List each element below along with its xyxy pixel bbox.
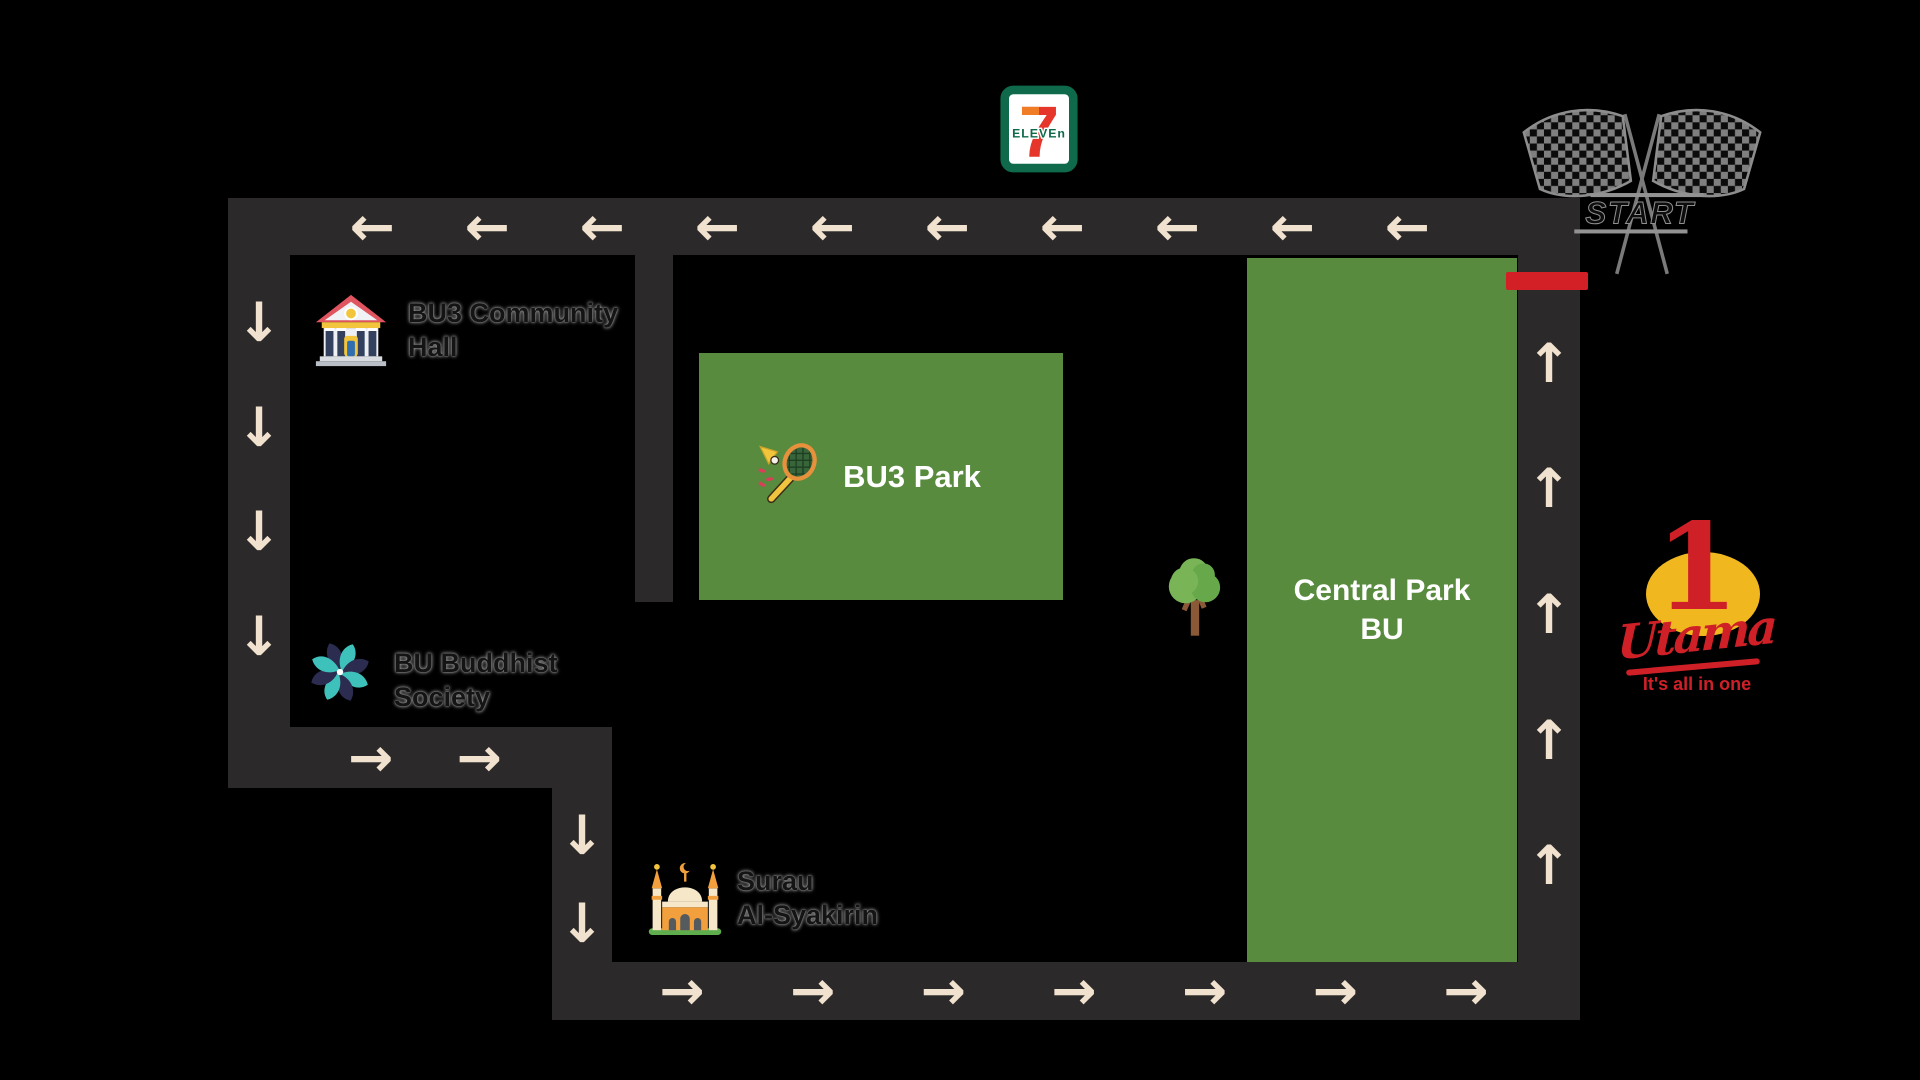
seven-digit-orange: 7 xyxy=(1019,92,1059,173)
right-road xyxy=(1518,198,1580,1020)
eleven-wordmark: ELEVEn xyxy=(1012,127,1066,141)
badminton-icon xyxy=(755,438,827,515)
left-road-arrows: ↓ ↓ ↓ ↓ xyxy=(228,245,290,715)
route-arrow-right-icon: → xyxy=(790,959,836,1022)
route-arrow-left-icon: ← xyxy=(1269,194,1316,258)
left-road xyxy=(228,198,290,788)
route-arrow-up-icon: ↑ xyxy=(1526,834,1572,898)
top-road xyxy=(228,198,1580,255)
central-park-label-line2: BU xyxy=(1360,613,1404,646)
bottom-road-arrows: → → → → → → → xyxy=(574,962,1574,1020)
start-flags-icon: START xyxy=(1514,94,1770,286)
route-arrow-right-icon: → xyxy=(659,959,705,1022)
one-utama-ellipse xyxy=(1646,552,1760,636)
route-arrow-right-icon: → xyxy=(1312,959,1358,1022)
bu3-park-label: BU3 Park xyxy=(843,458,981,494)
community-hall-label: BU3 Community Hall xyxy=(408,296,618,364)
route-arrow-left-icon: ← xyxy=(579,194,626,258)
route-arrow-up-icon: ↑ xyxy=(1526,457,1572,521)
route-arrow-up-icon: ↑ xyxy=(1526,708,1572,772)
route-arrow-left-icon: ← xyxy=(809,194,856,258)
route-arrow-right-icon: → xyxy=(1443,959,1489,1022)
mosque-icon xyxy=(645,850,725,943)
route-arrow-right-icon: → xyxy=(920,959,966,1022)
community-hall-label-line2: Hall xyxy=(408,332,458,362)
route-arrow-left-icon: ← xyxy=(1039,194,1086,258)
route-arrow-right-icon: → xyxy=(348,725,394,789)
route-arrow-up-icon: ↑ xyxy=(1526,582,1572,646)
bu3-park-area: BU3 Park xyxy=(699,353,1063,600)
surau-label-line1: Surau xyxy=(737,866,814,896)
start-finish-line xyxy=(1506,272,1588,290)
stub-road xyxy=(635,255,673,602)
route-arrow-down-icon: ↓ xyxy=(236,605,282,669)
surau-label: Surau Al-Syakirin xyxy=(737,864,878,932)
route-arrow-down-icon: ↓ xyxy=(236,395,282,459)
route-arrow-down-icon: ↓ xyxy=(559,892,605,955)
route-arrow-up-icon: ↑ xyxy=(1526,331,1572,395)
seven-eleven-logo: 7 7 ELEVEn xyxy=(999,84,1079,174)
one-utama-digit: 1 xyxy=(1655,497,1739,638)
route-arrow-left-icon: ← xyxy=(464,194,511,258)
route-arrow-left-icon: ← xyxy=(349,194,396,258)
route-arrow-down-icon: ↓ xyxy=(236,290,282,354)
route-arrow-left-icon: ← xyxy=(694,194,741,258)
route-arrow-down-icon: ↓ xyxy=(236,500,282,564)
checkered-flag-right xyxy=(1651,108,1762,198)
central-park-label-line1: Central Park xyxy=(1293,574,1471,607)
top-road-arrows: ←←←←←←←←←← xyxy=(280,198,1500,255)
community-hall-icon xyxy=(312,292,390,375)
buddhist-society-label: BU Buddhist Society xyxy=(394,646,557,714)
buddhist-society-icon xyxy=(306,637,374,712)
route-arrow-left-icon: ← xyxy=(1154,194,1201,258)
bottom-road xyxy=(552,962,1580,1020)
tree-icon xyxy=(1159,554,1231,642)
route-arrow-down-icon: ↓ xyxy=(559,804,605,867)
right-road-arrows: ↑ ↑ ↑ ↑ ↑ xyxy=(1518,265,1580,965)
connector-road xyxy=(228,727,612,788)
route-arrow-right-icon: → xyxy=(1182,959,1228,1022)
route-arrow-left-icon: ← xyxy=(924,194,971,258)
buddhist-society-label-line2: Society xyxy=(394,682,491,712)
surau-label-line2: Al-Syakirin xyxy=(737,900,879,930)
buddhist-society-label-line1: BU Buddhist xyxy=(394,648,558,678)
mid-road-arrows: ↓↓ xyxy=(552,775,612,985)
route-arrow-left-icon: ← xyxy=(1384,194,1431,258)
checkered-flag-left xyxy=(1522,108,1633,198)
start-label: START xyxy=(1585,195,1695,230)
route-arrow-right-icon: → xyxy=(1051,959,1097,1022)
community-hall-label-line1: BU3 Community xyxy=(408,298,619,328)
central-park-area: Central Park BU xyxy=(1247,258,1517,962)
route-arrow-right-icon: → xyxy=(456,725,502,789)
one-utama-tagline: It's all in one xyxy=(1642,674,1752,694)
one-utama-logo: 1 Utama It's all in one xyxy=(1616,508,1775,702)
seven-digit: 7 xyxy=(1019,92,1059,173)
connector-road-arrows: →→ xyxy=(285,727,565,788)
